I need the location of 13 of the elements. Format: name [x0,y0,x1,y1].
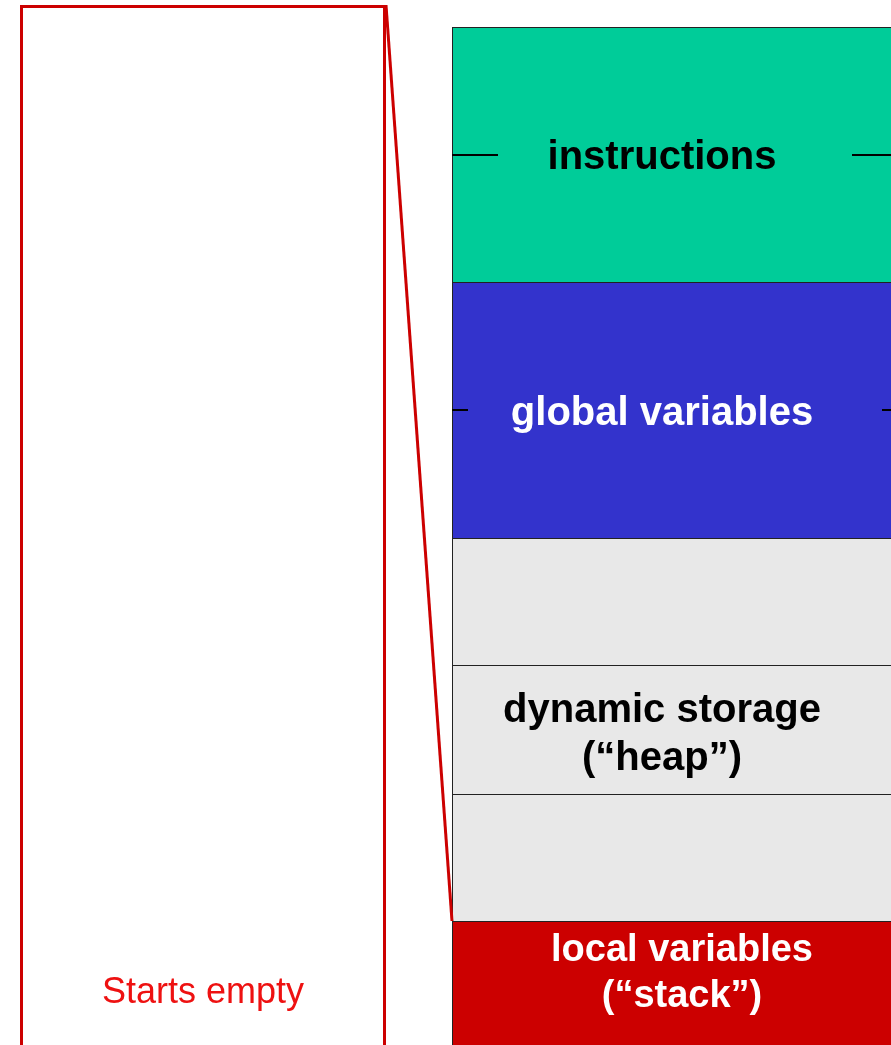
segment-label: dynamic storage (“heap”) [502,685,822,780]
memory-segment [452,27,891,283]
segment-label: instructions [547,132,777,179]
zoom-line [384,4,454,922]
segment-label: local variables (“stack”) [550,926,814,1017]
memory-segment [452,794,891,922]
memory-segment [452,665,891,795]
zoom-frame [20,5,386,1045]
segment-label: global variables [510,387,814,435]
memory-segment [452,538,891,666]
memory-segment [452,282,891,539]
note-text: Starts empty [101,968,305,1012]
memory-segment [452,921,891,1045]
